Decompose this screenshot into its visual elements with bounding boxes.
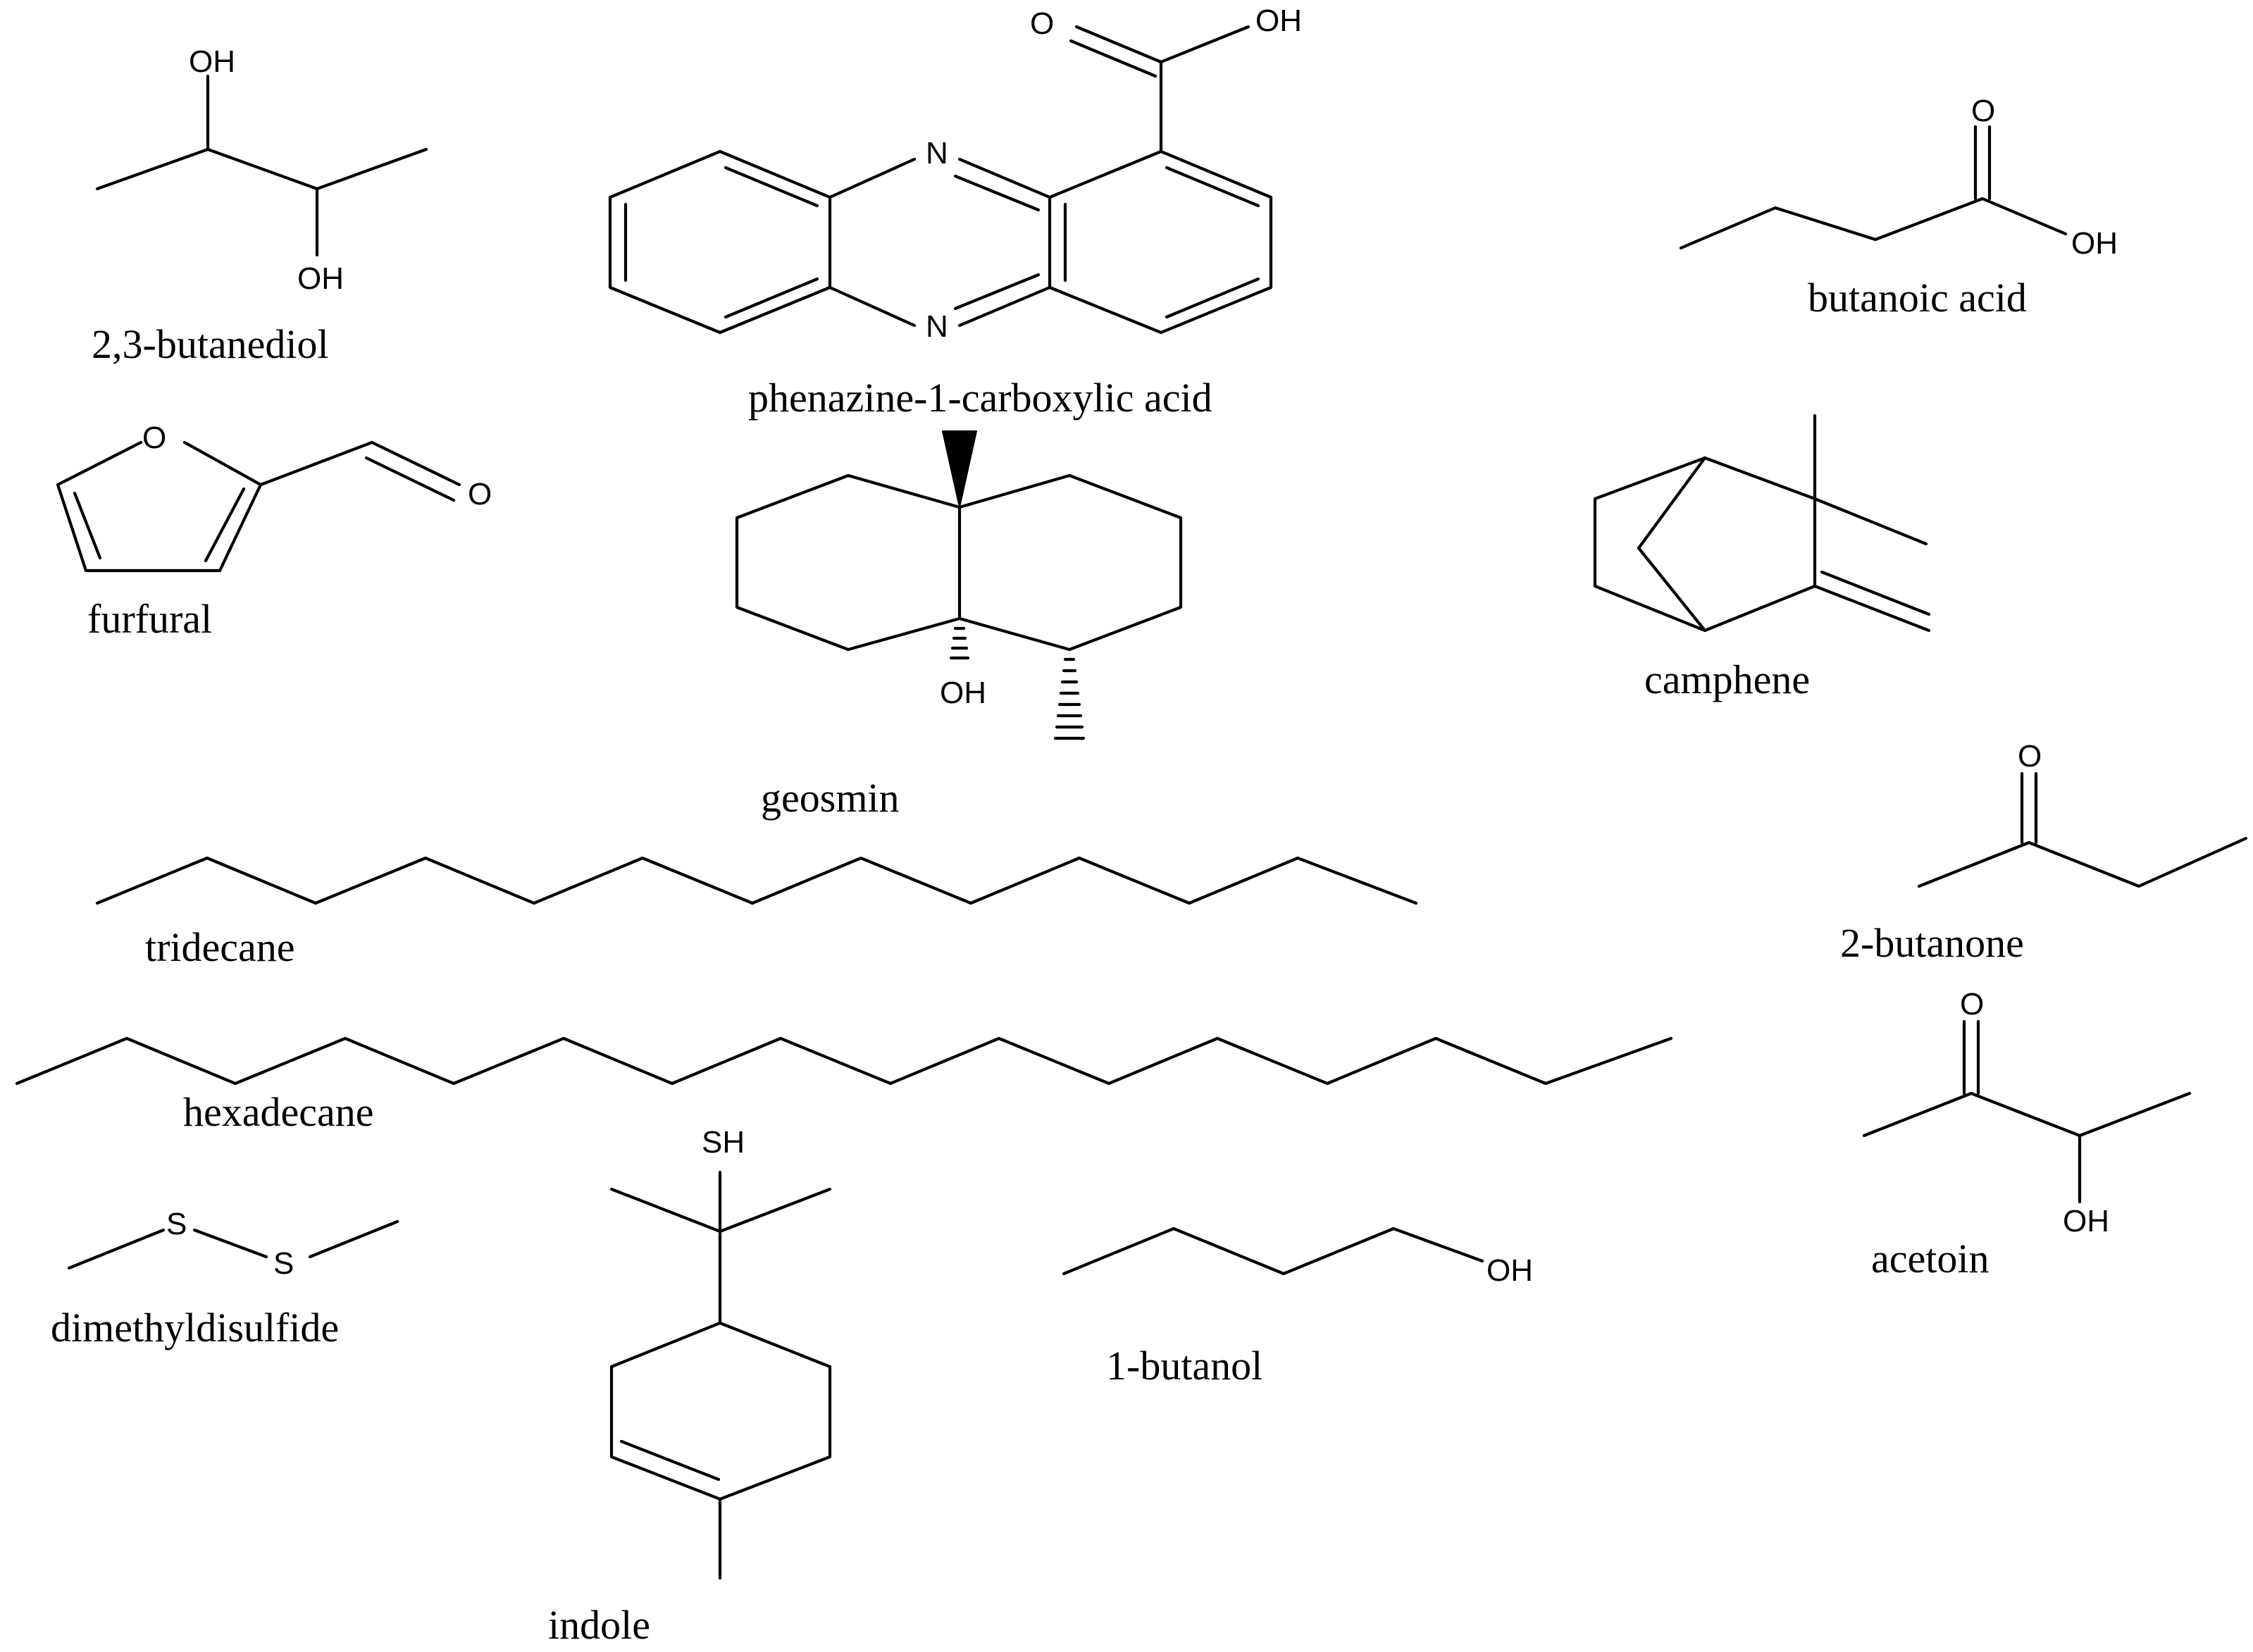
furfural-o-ring-label: O bbox=[142, 421, 166, 455]
phenazine-carbonyl-bond-2 bbox=[1069, 39, 1157, 78]
indole-ring bbox=[609, 1321, 832, 1501]
compound-furfural: O O furfural bbox=[56, 421, 492, 642]
phenazine-name: phenazine-1-carboxylic acid bbox=[748, 375, 1212, 421]
phenazine-c-n-bond-2 bbox=[828, 285, 917, 328]
phenazine-n-c-bond-1 bbox=[957, 157, 1052, 199]
phenazine-oh-label: OH bbox=[1255, 4, 1302, 38]
compound-1-butanol: OH 1-butanol bbox=[1062, 1226, 1533, 1389]
butanoic-acid-o-label: O bbox=[1971, 94, 1995, 128]
furfural-carbonyl-1 bbox=[370, 440, 461, 487]
furfural-name: furfural bbox=[87, 596, 212, 642]
phenazine-oh-bond bbox=[1159, 25, 1250, 64]
dimethyldisulfide-bond-1 bbox=[67, 1228, 166, 1270]
geosmin-right-ring bbox=[957, 473, 1183, 652]
butanoic-acid-name: butanoic acid bbox=[1808, 275, 2027, 321]
furfural-ring-double-1 bbox=[73, 491, 102, 560]
camphene-bridge bbox=[1637, 456, 1707, 633]
butanone-skeleton bbox=[1917, 836, 2248, 888]
butanone-o-label: O bbox=[2018, 739, 2042, 774]
compound-acetoin: O OH acetoin bbox=[1862, 987, 2192, 1281]
compound-camphene: camphene bbox=[1593, 414, 1931, 702]
phenazine-c-n-bond-1 bbox=[828, 157, 917, 199]
camphene-methylene-1 bbox=[1813, 584, 1931, 633]
compound-hexadecane: hexadecane bbox=[15, 1036, 1673, 1135]
indole-sh-label: SH bbox=[702, 1125, 745, 1160]
acetoin-o-label: O bbox=[1960, 987, 1984, 1021]
compound-butanoic-acid: O OH butanoic acid bbox=[1679, 94, 2118, 321]
butanediol-oh-bottom-label: OH bbox=[297, 261, 344, 296]
tridecane-name: tridecane bbox=[145, 924, 295, 970]
phenazine-n-bottom-label: N bbox=[926, 309, 948, 344]
phenazine-n-c-double-1 bbox=[953, 174, 1041, 212]
furfural-carbonyl-2 bbox=[364, 456, 456, 502]
phenazine-right-ring bbox=[1048, 149, 1273, 335]
butanediol-oh-top-label: OH bbox=[189, 44, 235, 79]
phenazine-o-label: O bbox=[1030, 6, 1054, 41]
indole-name: indole bbox=[548, 1602, 650, 1648]
acetoin-skeleton bbox=[1862, 1091, 2192, 1138]
butanediol-name: 2,3-butanediol bbox=[92, 321, 329, 367]
furfural-aldehyde-bond bbox=[259, 440, 374, 487]
butanediol-skeleton bbox=[95, 147, 428, 191]
butanol-oh-label: OH bbox=[1487, 1253, 1533, 1288]
butanol-name: 1-butanol bbox=[1106, 1343, 1262, 1389]
phenazine-n-top-label: N bbox=[926, 136, 948, 170]
compound-geosmin: OH geosmin bbox=[735, 430, 1183, 821]
dimethyldisulfide-name: dimethyldisulfide bbox=[51, 1305, 339, 1350]
compound-tridecane: tridecane bbox=[95, 856, 1418, 970]
geosmin-name: geosmin bbox=[761, 775, 900, 821]
dimethyldisulfide-bond-3 bbox=[308, 1219, 399, 1259]
phenazine-n-c-bond-2 bbox=[957, 285, 1052, 328]
butanol-skeleton bbox=[1062, 1226, 1484, 1276]
phenazine-right-double-3 bbox=[1165, 277, 1260, 319]
butanoic-acid-skeleton bbox=[1679, 197, 2068, 250]
indole-ring-double bbox=[619, 1439, 721, 1482]
tridecane-chain bbox=[95, 856, 1418, 905]
acetoin-oh-label: OH bbox=[2063, 1204, 2109, 1238]
geosmin-oh-label: OH bbox=[940, 676, 986, 710]
compound-phenazine-1-carboxylic-acid: O OH N N phenazine-1-carboxylic acid bbox=[608, 4, 1302, 421]
camphene-ring bbox=[1593, 456, 1817, 633]
furfural-ring-double-2 bbox=[204, 487, 246, 563]
geosmin-left-ring bbox=[735, 473, 962, 652]
phenazine-left-double-3 bbox=[724, 277, 819, 319]
camphene-methylene-2 bbox=[1820, 570, 1931, 616]
butanoic-acid-oh-label: OH bbox=[2071, 226, 2118, 261]
butanone-name: 2-butanone bbox=[1840, 920, 2024, 966]
geosmin-methyl-wedge bbox=[942, 430, 977, 508]
compound-2-3-butanediol: OH OH 2,3-butanediol bbox=[92, 44, 428, 367]
indole-methyl-left bbox=[609, 1187, 722, 1234]
furfural-ring bbox=[56, 440, 263, 573]
dimethyldisulfide-s1-label: S bbox=[166, 1207, 187, 1241]
phenazine-left-double-2 bbox=[724, 166, 819, 208]
dimethyldisulfide-bond-2 bbox=[192, 1228, 268, 1259]
phenazine-n-c-double-2 bbox=[953, 273, 1041, 311]
camphene-name: camphene bbox=[1644, 657, 1810, 702]
phenazine-right-double-2 bbox=[1165, 166, 1260, 208]
compound-dimethyldisulfide: S S dimethyldisulfide bbox=[51, 1207, 399, 1350]
hexadecane-chain bbox=[15, 1036, 1673, 1086]
indole-methyl-right bbox=[718, 1187, 832, 1234]
furfural-o-aldehyde-label: O bbox=[468, 477, 492, 511]
camphene-methyl-2 bbox=[1813, 497, 1928, 546]
compound-indole: SH indole bbox=[548, 1125, 832, 1648]
dimethyldisulfide-s2-label: S bbox=[273, 1246, 294, 1281]
hexadecane-name: hexadecane bbox=[183, 1089, 373, 1135]
compound-2-butanone: O 2-butanone bbox=[1840, 739, 2248, 966]
phenazine-left-ring bbox=[608, 149, 832, 335]
phenazine-carbonyl-bond-1 bbox=[1074, 25, 1163, 64]
acetoin-name: acetoin bbox=[1871, 1236, 1989, 1281]
